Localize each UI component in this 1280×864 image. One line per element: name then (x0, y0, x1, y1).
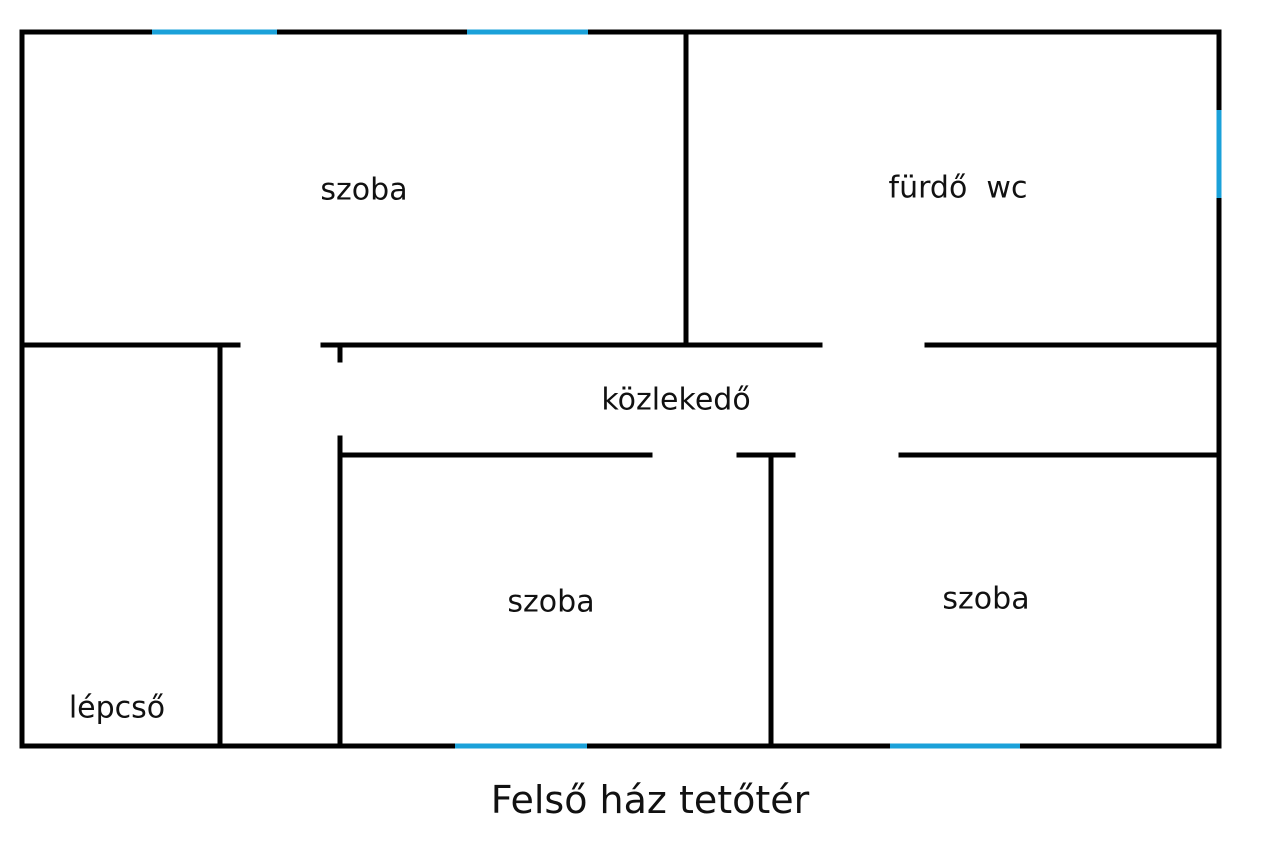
room-label-hallway: közlekedő (601, 382, 751, 418)
room-label-szoba-top-left: szoba (320, 172, 408, 208)
plan-title: Felső ház tetőtér (490, 778, 810, 822)
room-label-stairs: lépcső (68, 690, 166, 726)
outer-wall (19, 29, 1222, 749)
room-label-szoba-bottom-right: szoba (942, 581, 1030, 617)
room-label-szoba-bottom-middle: szoba (507, 584, 595, 620)
walls (19, 29, 1222, 749)
windows (152, 29, 1222, 749)
room-label-bathroom: fürdő wc (888, 170, 1028, 206)
